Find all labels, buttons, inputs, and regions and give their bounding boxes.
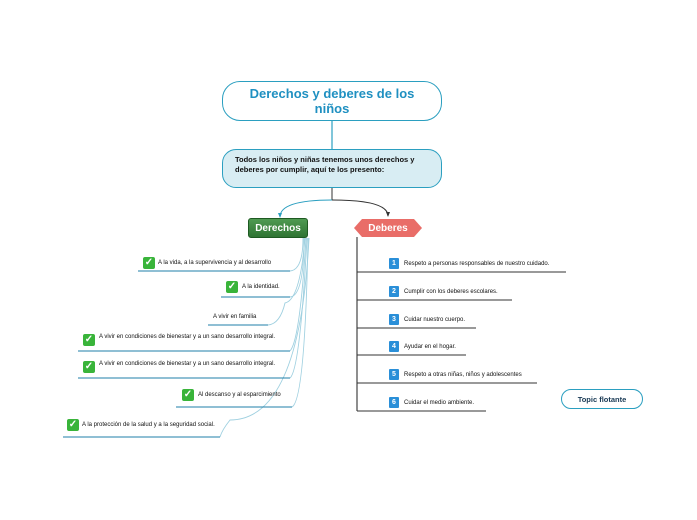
derechos-topic-label: Derechos	[255, 222, 301, 234]
derecho-item-4[interactable]: A vivir en condiciones de bienestar y a …	[99, 334, 276, 340]
intro-topic[interactable]: Todos los niños y niñas tenemos unos der…	[222, 149, 442, 188]
check-icon: ✓	[83, 334, 95, 346]
deber-item-4[interactable]: Ayudar en el hogar.	[404, 344, 456, 350]
check-icon: ✓	[226, 281, 238, 293]
deberes-topic-label: Deberes	[368, 222, 408, 234]
deber-item-3[interactable]: Cuidar nuestro cuerpo.	[404, 317, 466, 323]
intro-topic-label: Todos los niños y niñas tenemos unos der…	[235, 155, 415, 174]
deber-item-1[interactable]: Respeto a personas responsables de nuest…	[404, 261, 550, 267]
derecho-item-7[interactable]: A la protección de la salud y a la segur…	[82, 422, 215, 428]
central-topic[interactable]: Derechos y deberes de los niños	[222, 81, 442, 121]
derecho-item-5[interactable]: A vivir en condiciones de bienestar y a …	[99, 361, 276, 367]
derechos-topic[interactable]: Derechos	[248, 218, 308, 238]
deber-item-2[interactable]: Cumplir con los deberes escolares.	[404, 289, 498, 295]
derecho-item-3[interactable]: A vivir en familia	[213, 314, 257, 320]
deberes-topic[interactable]: Deberes	[354, 219, 422, 237]
number-badge-icon: 3	[389, 314, 399, 325]
deber-item-6[interactable]: Cuidar el medio ambiente.	[404, 400, 475, 406]
number-badge-icon: 5	[389, 369, 399, 380]
number-badge-icon: 2	[389, 286, 399, 297]
derecho-item-2[interactable]: A la identidad.	[242, 284, 280, 290]
check-icon: ✓	[67, 419, 79, 431]
floating-topic[interactable]: Topic flotante	[561, 389, 643, 409]
derecho-item-1[interactable]: A la vida, a la supervivencia y al desar…	[158, 260, 272, 266]
check-icon: ✓	[143, 257, 155, 269]
floating-topic-label: Topic flotante	[577, 394, 627, 404]
number-badge-icon: 6	[389, 397, 399, 408]
central-topic-label: Derechos y deberes de los niños	[249, 86, 415, 116]
number-badge-icon: 4	[389, 341, 399, 352]
number-badge-icon: 1	[389, 258, 399, 269]
check-icon: ✓	[182, 389, 194, 401]
deber-item-5[interactable]: Respeto a otras niñas, niños y adolescen…	[404, 372, 522, 378]
check-icon: ✓	[83, 361, 95, 373]
derecho-item-6[interactable]: Al descanso y al esparcimiento	[198, 392, 281, 398]
